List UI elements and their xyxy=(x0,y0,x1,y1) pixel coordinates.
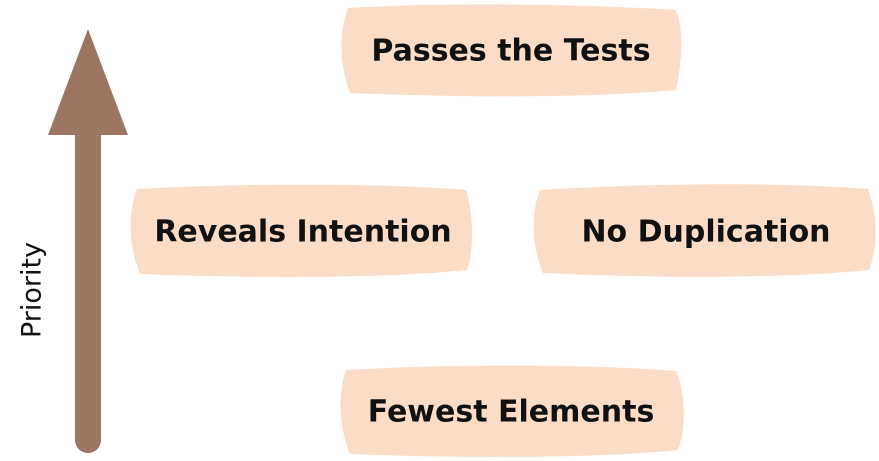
priority-axis-label: Priority xyxy=(17,242,48,338)
box-passes-the-tests: Passes the Tests xyxy=(341,4,682,97)
priority-arrow-head xyxy=(48,29,128,135)
box-reveals-intention-shape xyxy=(130,184,473,277)
box-no-duplication-label: No Duplication xyxy=(581,215,830,250)
box-reveals-intention: Reveals Intention xyxy=(130,184,473,277)
priority-arrow xyxy=(48,29,128,453)
box-no-duplication: No Duplication xyxy=(533,184,876,277)
box-reveals-intention-label: Reveals Intention xyxy=(154,215,451,250)
box-passes-the-tests-shape xyxy=(341,4,682,97)
box-fewest-elements-label: Fewest Elements xyxy=(368,395,655,430)
box-fewest-elements: Fewest Elements xyxy=(340,365,684,457)
box-passes-the-tests-label: Passes the Tests xyxy=(371,34,650,69)
box-no-duplication-shape xyxy=(533,184,876,277)
box-fewest-elements-shape xyxy=(340,365,684,457)
